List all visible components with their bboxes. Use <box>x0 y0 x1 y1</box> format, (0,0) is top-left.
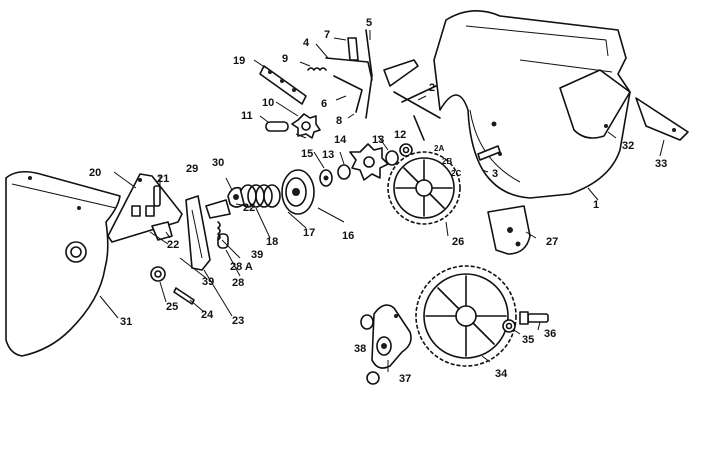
callout-32: 32 <box>622 140 634 152</box>
callout-20: 20 <box>89 167 101 179</box>
callout-31: 31 <box>120 316 132 328</box>
callout-16: 16 <box>342 230 354 242</box>
bushing-part-15 <box>319 169 333 187</box>
callout-2a: 2A <box>434 144 444 153</box>
bolt-part-36 <box>519 311 549 325</box>
callout-18: 18 <box>266 236 278 248</box>
callout-labels: 1 2 2A 2B 2C 3 4 5 6 7 8 9 10 11 12 13 1… <box>89 17 667 385</box>
linkage-part-4 <box>325 57 373 113</box>
callout-13a: 13 <box>322 149 334 161</box>
bearing-bracket-part-37 <box>371 304 412 369</box>
callout-17: 17 <box>303 227 315 239</box>
washer-part-25 <box>150 266 166 282</box>
linkage-part-2 <box>383 59 441 141</box>
callout-12: 12 <box>394 129 406 141</box>
callout-6: 6 <box>321 98 327 110</box>
callout-28a: 28 A <box>230 261 253 273</box>
gear-wheel-part-26 <box>387 151 461 225</box>
roller-pin-part-11 <box>265 121 289 132</box>
bracket-part-32 <box>559 69 631 139</box>
callout-38: 38 <box>354 343 366 355</box>
nut-part-35 <box>502 319 516 333</box>
callout-8: 8 <box>336 115 342 127</box>
callout-30: 30 <box>212 157 224 169</box>
gear-wheel-part-34 <box>415 265 517 367</box>
bushing-part-38 <box>360 314 380 385</box>
callout-7: 7 <box>324 29 330 41</box>
callout-39b: 39 <box>251 249 263 261</box>
callout-37: 37 <box>399 373 411 385</box>
pulley-part-17 <box>281 169 315 215</box>
callout-36: 36 <box>544 328 556 340</box>
callout-22a: 22 <box>167 239 179 251</box>
callout-35: 35 <box>522 334 534 346</box>
spring-part-18 <box>239 184 281 208</box>
callout-34: 34 <box>495 368 508 380</box>
callout-33: 33 <box>655 158 667 170</box>
linkage-part-5 <box>365 29 373 119</box>
linkage-part-7 <box>347 37 359 61</box>
callout-1: 1 <box>593 199 599 211</box>
callout-13b: 13 <box>372 134 384 146</box>
callout-9: 9 <box>282 53 288 65</box>
chain-part-19 <box>259 65 307 105</box>
washer-part-12 <box>399 143 413 157</box>
callout-2: 2 <box>429 82 435 94</box>
callout-14: 14 <box>334 134 347 146</box>
screw-part-24 <box>173 287 195 305</box>
hub-part-30 <box>227 186 245 208</box>
callout-22b: 22 <box>243 202 255 214</box>
callout-21: 21 <box>157 173 169 185</box>
callout-39a: 39 <box>202 276 214 288</box>
angle-bracket-part-33 <box>635 97 689 141</box>
spring-part-9 <box>307 67 327 71</box>
side-cover-part-31 <box>5 170 121 357</box>
sprocket-part-10 <box>291 113 321 139</box>
leader-lines <box>99 30 665 372</box>
sprocket-part-14 <box>349 143 389 181</box>
lever-arm-part-23 <box>185 195 211 271</box>
callout-15: 15 <box>301 148 313 160</box>
callout-26: 26 <box>452 236 464 248</box>
callout-5: 5 <box>366 17 372 29</box>
bushing-part-13 <box>337 150 399 180</box>
callout-29: 29 <box>186 163 198 175</box>
callout-25: 25 <box>166 301 178 313</box>
mounting-bracket-part-27 <box>487 205 531 255</box>
pin-part-39 <box>217 221 221 241</box>
callout-10: 10 <box>262 97 274 109</box>
callout-24: 24 <box>201 309 214 321</box>
callout-2b: 2B <box>442 157 452 166</box>
callout-2c: 2C <box>451 169 461 178</box>
callout-23: 23 <box>232 315 244 327</box>
bracket-part-22 <box>149 199 231 245</box>
callout-27: 27 <box>546 236 558 248</box>
callout-28: 28 <box>232 277 244 289</box>
callout-11: 11 <box>241 110 253 122</box>
callout-4: 4 <box>303 37 310 49</box>
callout-3: 3 <box>492 168 498 180</box>
pin-part-21 <box>153 185 161 207</box>
link-part-3 <box>477 145 501 161</box>
callout-19: 19 <box>233 55 245 67</box>
